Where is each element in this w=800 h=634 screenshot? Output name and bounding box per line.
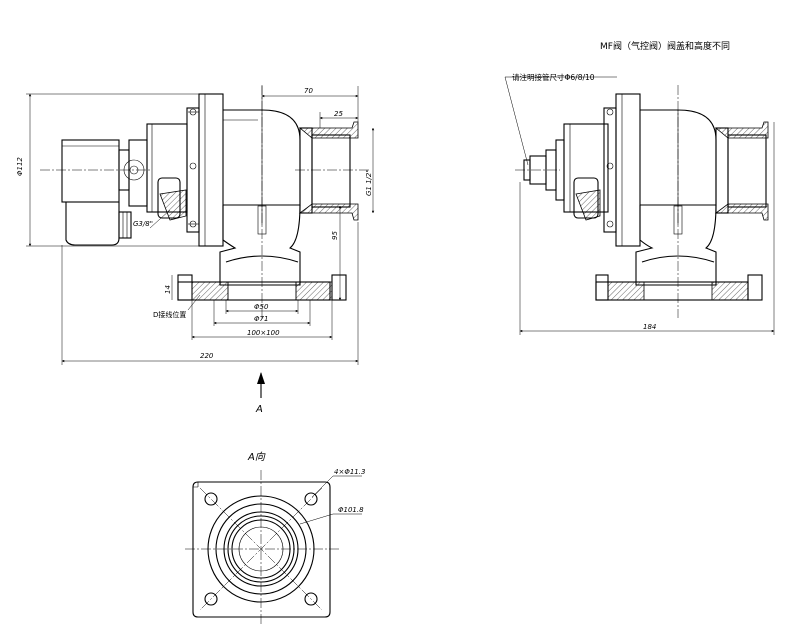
dim-25: 25 xyxy=(334,110,343,118)
dim-112: Φ112 xyxy=(16,157,24,176)
dim-100: 100×100 xyxy=(247,329,280,337)
dim-pcd: Φ101.8 xyxy=(338,506,364,514)
dim-g38: G3/8" xyxy=(133,220,153,228)
view-label: A向 xyxy=(247,451,266,463)
dim-70: 70 xyxy=(304,87,313,95)
valve-flange xyxy=(198,93,224,247)
dim-14: 14 xyxy=(164,285,172,294)
solenoid-coil xyxy=(61,139,120,203)
outlet-pipe xyxy=(311,134,351,208)
dim-50: Φ50 xyxy=(254,303,269,311)
front-view: Φ112 70 25 G1 1/2" 95 14 G3/8" Φ50 Φ71 1… xyxy=(16,85,375,415)
bolt-hole-bl xyxy=(204,592,218,606)
dim-g112: G1 1/2" xyxy=(365,169,373,196)
dim-71: Φ71 xyxy=(254,315,268,323)
base-flange-right xyxy=(295,281,333,301)
side-view: MF阀（气控阀）阀盖和高度不同 请注明接管尺寸Φ6/8/10 xyxy=(504,40,775,335)
base-flange-left xyxy=(191,281,229,301)
side-flange xyxy=(615,93,641,247)
dim-95: 95 xyxy=(331,231,339,240)
dim-220: 220 xyxy=(200,352,214,360)
d-label: D接线位置 xyxy=(153,310,186,319)
view-a: A向 4×Φ11.3 Φ101.8 xyxy=(185,451,365,625)
bolt-hole-tr xyxy=(304,492,318,506)
bolt-hole-tl xyxy=(204,492,218,506)
valve-body xyxy=(223,109,301,206)
base-plate xyxy=(192,481,331,618)
arrow-label: A xyxy=(255,404,263,415)
bolt-hole-br xyxy=(304,592,318,606)
dim-184: 184 xyxy=(643,323,656,331)
dim-hole: 4×Φ11.3 xyxy=(334,468,365,476)
note-title: MF阀（气控阀）阀盖和高度不同 xyxy=(600,40,730,52)
coil-connector xyxy=(65,202,120,246)
